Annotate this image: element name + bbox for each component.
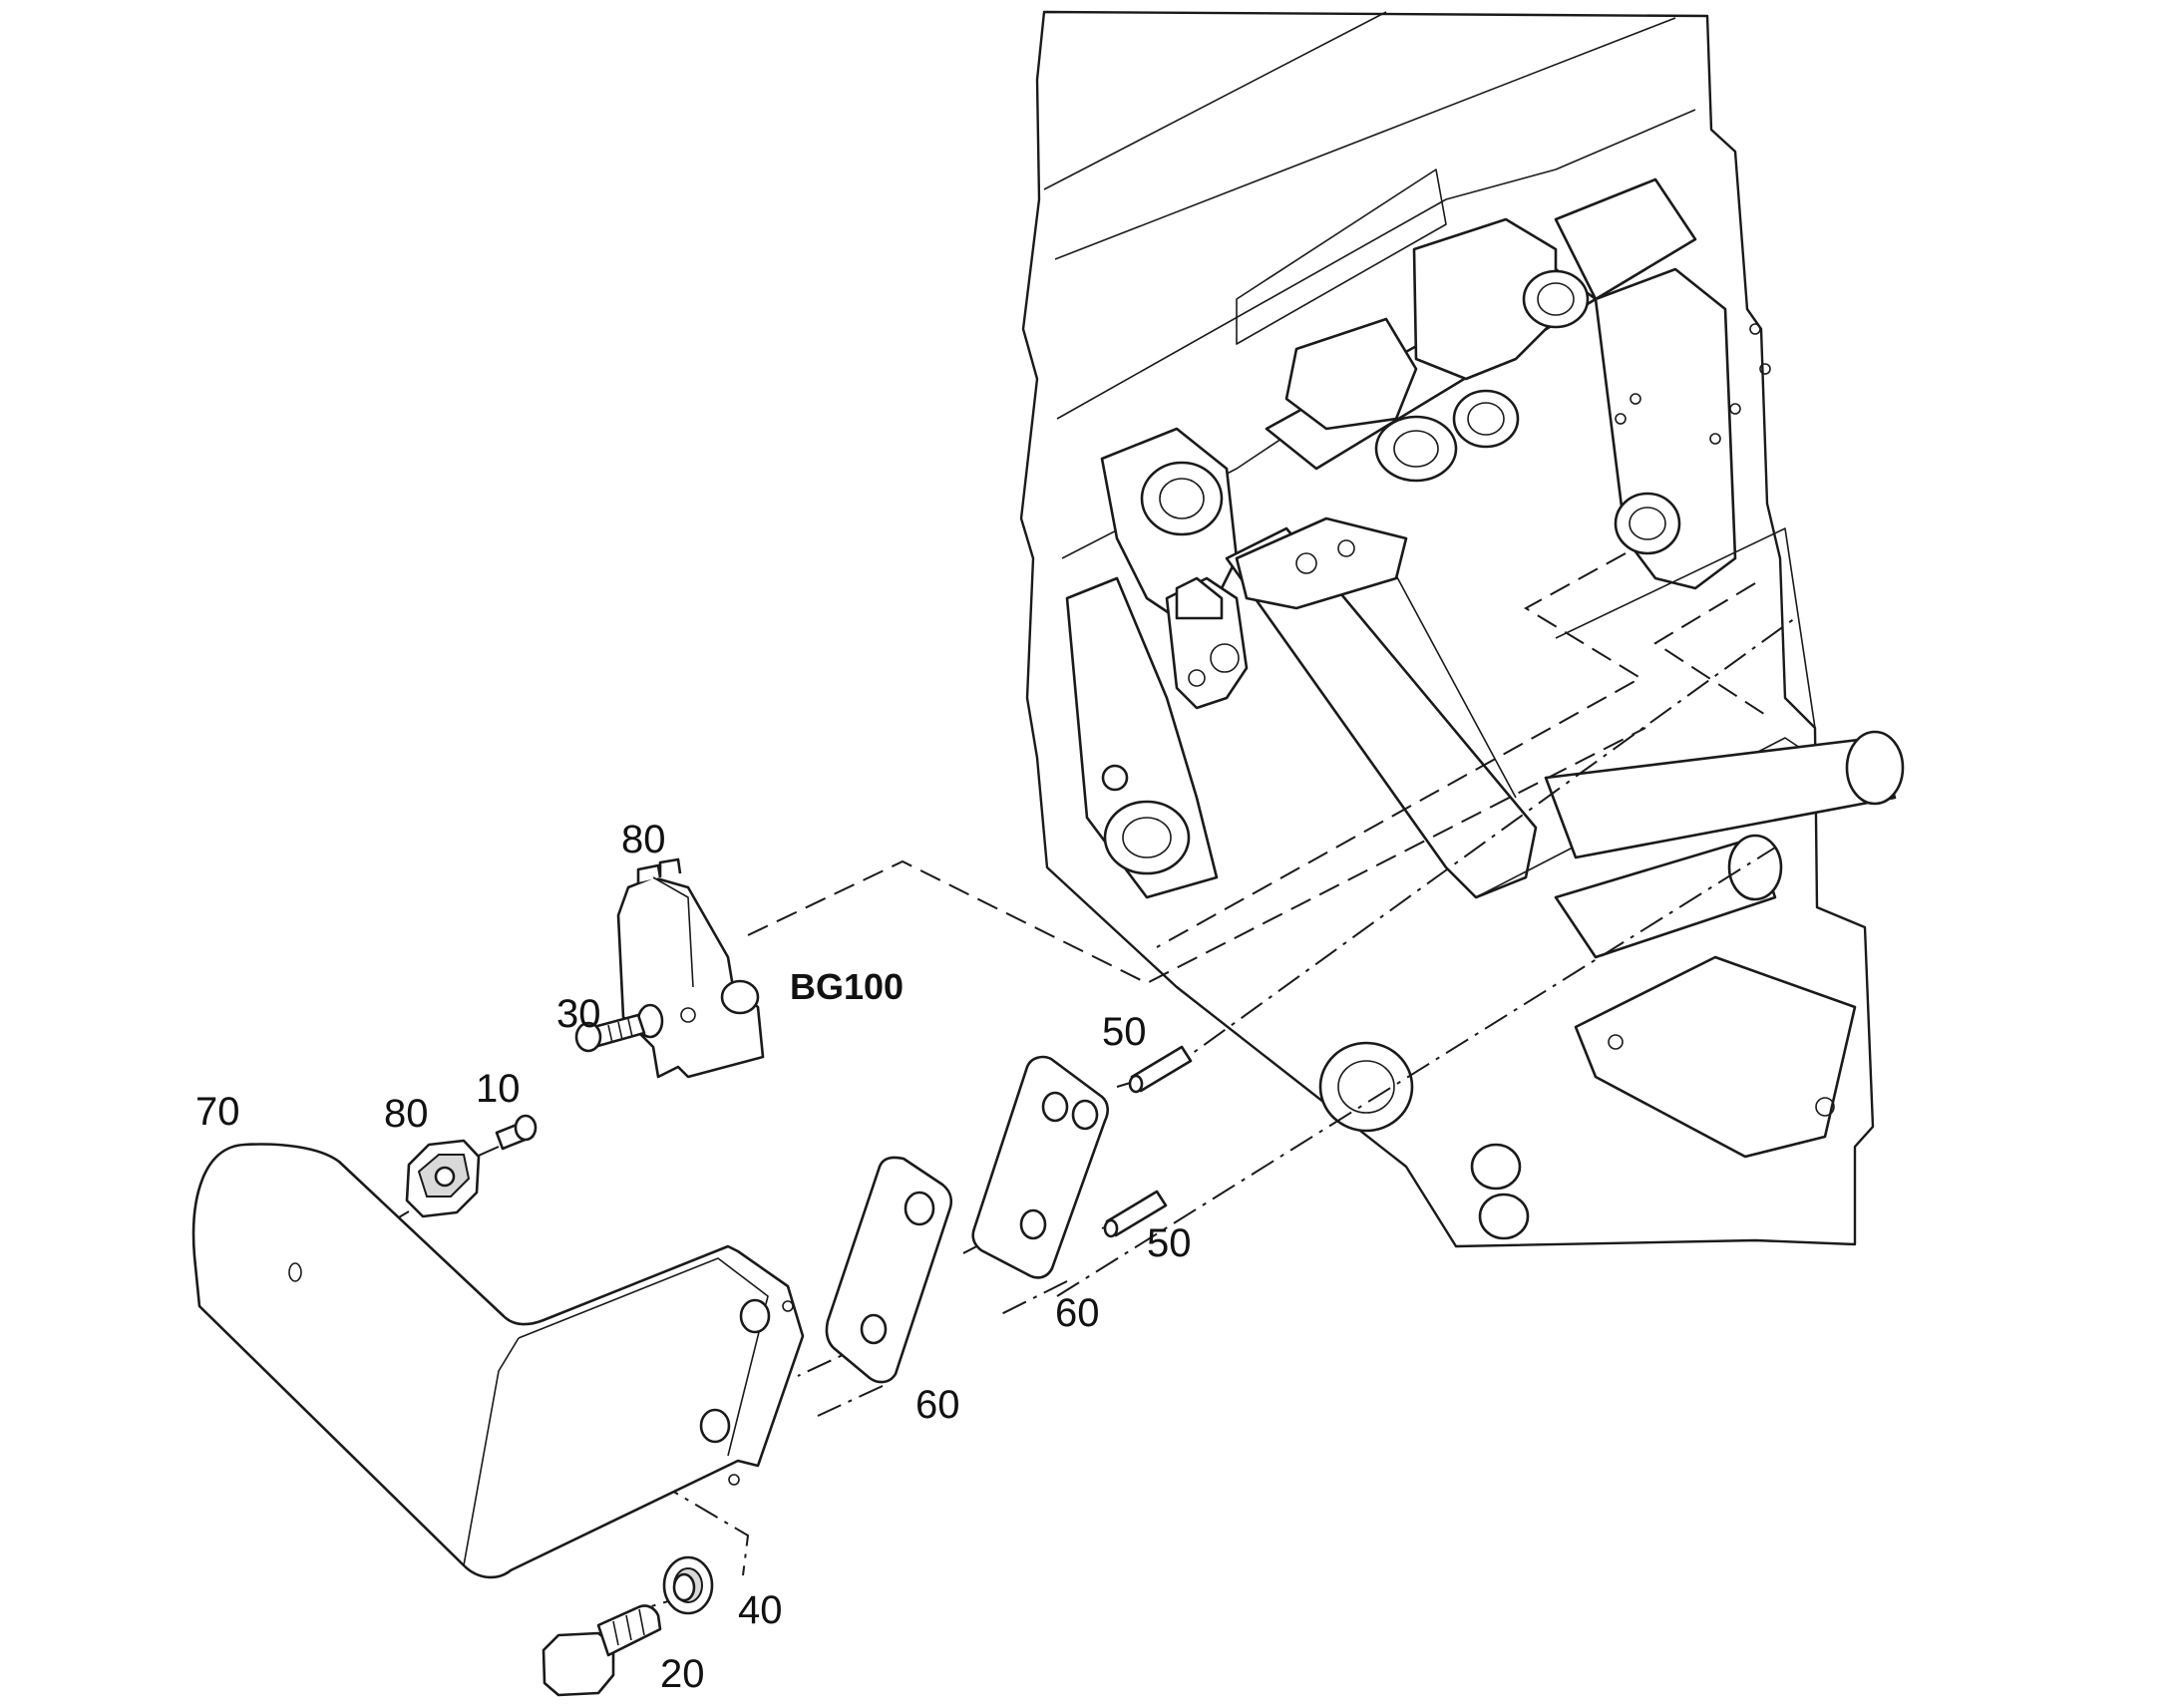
label-item-40: 40 bbox=[738, 1588, 783, 1632]
spacer-plate-60-middle bbox=[825, 1156, 953, 1384]
machine-frame-assembly bbox=[1019, 10, 1905, 1248]
label-item-60-right: 60 bbox=[1055, 1291, 1100, 1335]
bolt-20 bbox=[542, 1604, 662, 1697]
bracket-plate-70 bbox=[191, 1143, 805, 1579]
label-item-70: 70 bbox=[195, 1090, 240, 1134]
label-bg100: BG100 bbox=[790, 966, 904, 1007]
label-item-60-mid: 60 bbox=[915, 1383, 960, 1427]
item-labels: 80 BG100 30 50 70 80 10 50 60 60 40 20 bbox=[195, 818, 1192, 1696]
label-item-30: 30 bbox=[556, 992, 601, 1036]
bolt-30 bbox=[574, 1013, 646, 1053]
label-item-80-top: 80 bbox=[621, 818, 666, 861]
label-item-50-right: 50 bbox=[1147, 1221, 1192, 1265]
label-item-80-left: 80 bbox=[384, 1092, 429, 1136]
nut-80 bbox=[405, 1139, 481, 1218]
pin-50-upper bbox=[1128, 1045, 1193, 1094]
label-item-10: 10 bbox=[476, 1067, 521, 1111]
label-item-50-top: 50 bbox=[1102, 1010, 1147, 1054]
spacer-plate-60-right bbox=[971, 1055, 1109, 1279]
sensor-bg100 bbox=[616, 857, 765, 1079]
pin-50-lower bbox=[1103, 1190, 1168, 1238]
washer-40 bbox=[662, 1555, 714, 1615]
screw-10 bbox=[495, 1114, 538, 1151]
label-item-20: 20 bbox=[660, 1652, 705, 1696]
